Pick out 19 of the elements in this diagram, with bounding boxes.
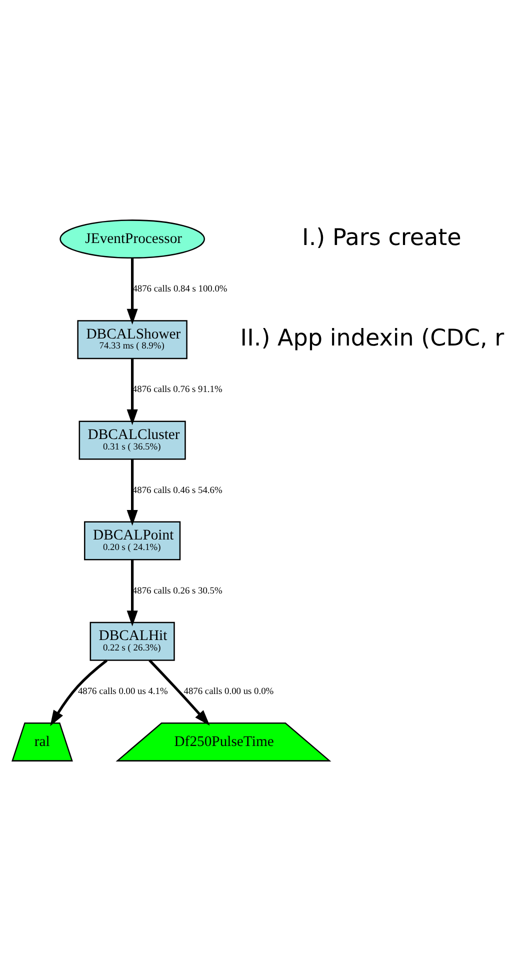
label: II.) App indexin (CDC, r <box>240 324 504 351</box>
edge-label: 4876 calls 0.76 s 91.1% <box>132 384 222 395</box>
edge-label: 4876 calls 0.46 s 54.6% <box>132 485 222 496</box>
arrow <box>126 458 138 526</box>
arrow <box>126 559 138 626</box>
arrow <box>148 658 210 726</box>
arrow <box>126 258 138 324</box>
label: I.) Pars create <box>302 224 462 250</box>
node-box: DBCALPoint 0.20 s ( 24.1%) <box>84 520 181 560</box>
node-ellipse: JEventProcessor <box>60 219 206 258</box>
edge-label: 4876 calls 0.00 us 0.0% <box>184 686 274 696</box>
edge-label: 4876 calls 0.00 us 4.1% <box>78 686 168 696</box>
node-box: DBCALShower 74.33 ms ( 8.9%) <box>77 320 188 359</box>
node-box: DBCALCluster 0.31 s ( 36.5%) <box>78 420 186 460</box>
edge-label: 4876 calls 0.84 s 100.0% <box>132 284 228 294</box>
arrow <box>126 358 138 425</box>
arrow <box>50 658 108 726</box>
edge-label: 4876 calls 0.26 s 30.5% <box>132 586 222 596</box>
node-box: DBCALHit 0.22 s ( 26.3%) <box>90 621 175 660</box>
